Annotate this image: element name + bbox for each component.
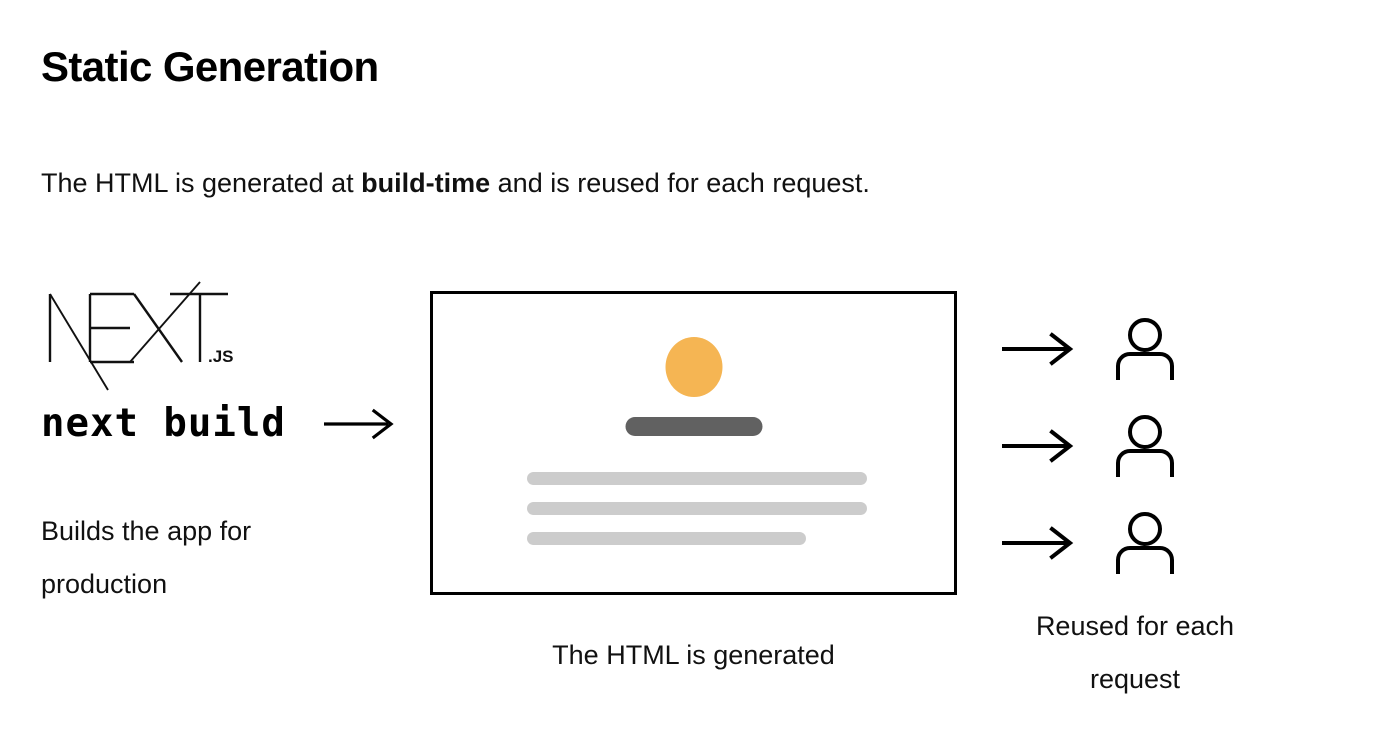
build-caption: Builds the app for production [41,516,252,600]
page-title: Static Generation [41,43,379,90]
mockup-text-line [527,502,867,515]
mockup-avatar-circle [665,337,722,397]
arrow-right-icon [1002,428,1074,463]
request-flow-list [1000,300,1270,591]
next-build-row: next build [41,404,398,443]
mockup-heading-bar [625,417,762,436]
arrow-right-icon [323,408,394,439]
next-build-command: next build [41,401,286,446]
left-column: .JS [41,280,421,392]
generated-page-mockup [430,291,957,595]
subtitle-text-after: and is reused for each request. [490,168,870,198]
mockup-text-line [527,532,806,545]
mockup-caption: The HTML is generated [552,640,835,670]
nextjs-logo-suffix: .JS [208,347,234,366]
reuse-caption: Reused for each request [1035,611,1235,695]
user-icon [1116,511,1174,574]
arrow-right-icon [1002,525,1074,560]
nextjs-logo: .JS [48,281,234,391]
mockup-content [433,294,954,592]
subtitle-text-before: The HTML is generated at [41,168,362,198]
arrow-right-icon [1002,331,1074,366]
page-subtitle: The HTML is generated at build-time and … [41,167,870,199]
request-flow-row [1000,494,1270,591]
request-flow-row [1000,300,1270,397]
user-icon [1116,414,1174,477]
user-icon [1116,317,1174,380]
subtitle-emphasis: build-time [361,168,491,198]
request-flow-row [1000,397,1270,494]
mockup-text-line [527,472,867,485]
